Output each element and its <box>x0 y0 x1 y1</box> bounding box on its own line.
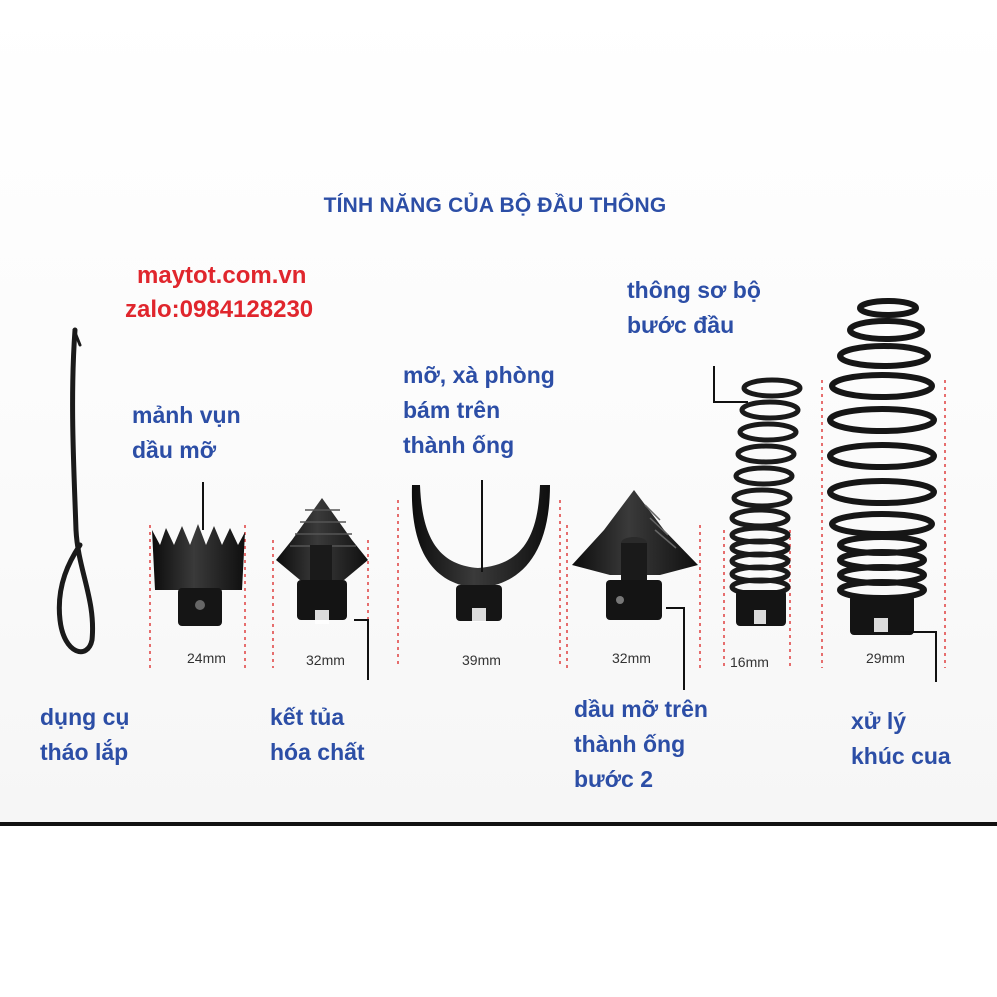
size-label-16mm: 16mm <box>730 654 769 670</box>
crown-cutter-head-icon <box>152 482 245 626</box>
brand-website: maytot.com.vn <box>137 262 307 289</box>
size-label-29mm: 29mm <box>866 650 905 666</box>
size-guides <box>149 380 946 668</box>
large-spring-base <box>850 595 937 682</box>
size-label-39mm: 39mm <box>462 652 501 668</box>
page-title: TÍNH NĂNG CỦA BỘ ĐẦU THÔNG <box>323 194 667 217</box>
small-spring-base <box>713 366 786 626</box>
size-label-24mm: 24mm <box>187 650 226 666</box>
label-soap: mỡ, xà phòng bám trên thành ống <box>403 362 555 458</box>
size-label-32mm: 32mm <box>306 652 345 668</box>
product-panel <box>0 0 997 826</box>
u-blade-head-icon <box>411 480 550 622</box>
label-debris: mảnh vụn dầu mỡ <box>132 402 241 463</box>
label-grease-step2: dầu mỡ trên thành ống bước 2 <box>574 696 708 792</box>
large-spring-head-icon <box>827 298 937 601</box>
label-initial: thông sơ bộ bước đầu <box>627 277 761 338</box>
small-spring-head-icon <box>729 377 803 597</box>
label-tool: dụng cụ tháo lắp <box>40 704 130 765</box>
arrow-cutter-head-2-icon <box>572 490 698 690</box>
size-label-32mm-b: 32mm <box>612 650 651 666</box>
arrow-cutter-head-icon <box>276 498 369 680</box>
label-bend: xử lý khúc cua <box>851 708 951 769</box>
hook-tool-icon <box>56 327 96 654</box>
brand-zalo-contact: zalo:0984128230 <box>125 296 314 323</box>
label-chemical: kết tủa hóa chất <box>270 704 365 765</box>
divider-line <box>0 822 997 826</box>
